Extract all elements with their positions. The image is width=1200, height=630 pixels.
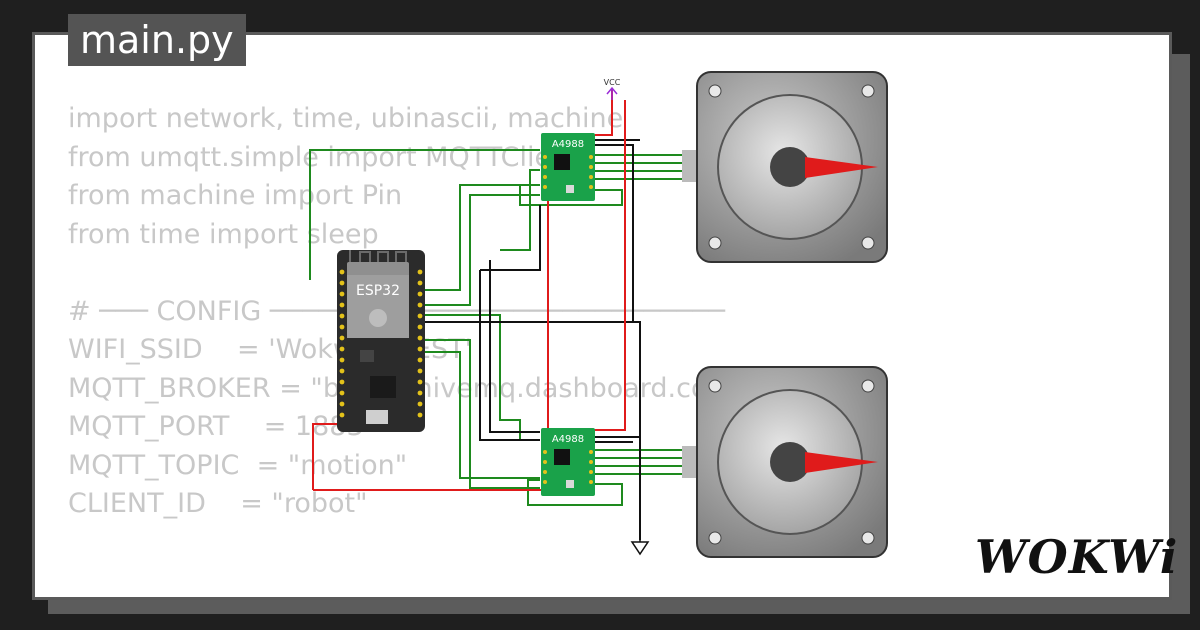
code-line: MQTT_PORT = 1883 (68, 411, 364, 442)
esp32-board[interactable]: ESP32 (337, 250, 425, 432)
vcc-label: VCC (604, 78, 621, 87)
wire-green (309, 149, 540, 280)
code-line: from machine import Pin (68, 180, 403, 211)
wire-green (420, 194, 540, 306)
stepper-motor-2[interactable] (682, 366, 888, 558)
code-line: from time import sleep (68, 218, 379, 250)
wire-black (595, 139, 640, 322)
wire-green (527, 479, 623, 506)
wokwi-logo: WOKWi (975, 530, 1179, 584)
a4988-driver-2[interactable]: A4988 (541, 428, 595, 496)
wire-green (595, 449, 700, 475)
wire-green (595, 154, 700, 180)
code-preview: import network, time, ubinascii, machine… (68, 100, 746, 524)
stepper-motor-1[interactable] (682, 71, 888, 263)
wire-black (480, 205, 541, 271)
wire-black (489, 260, 540, 433)
esp32-pins-left (339, 269, 345, 418)
code-line: CLIENT_ID = "robot" (68, 488, 368, 519)
vcc-symbol[interactable]: VCC (604, 78, 621, 100)
wire-green (420, 184, 540, 291)
wire-red (312, 423, 340, 490)
driver-label: A4988 (552, 139, 584, 150)
wire-black (595, 436, 640, 443)
a4988-driver-1[interactable]: A4988 (541, 133, 595, 201)
wire-green (420, 339, 540, 489)
code-line: MQTT_TOPIC = "motion" (68, 449, 408, 481)
motor-pointer-icon (805, 157, 878, 178)
wire-red (595, 90, 613, 136)
esp32-pins-right (417, 269, 423, 418)
file-tab-main-py[interactable]: main.py (68, 14, 246, 66)
wire-green (500, 169, 540, 251)
code-line: import network, time, ubinascii, machine (68, 103, 624, 134)
wire-green (420, 351, 540, 479)
gnd-symbol[interactable] (630, 530, 650, 556)
esp32-label: ESP32 (356, 283, 400, 299)
wire-black (479, 270, 540, 441)
wire-green (519, 184, 623, 206)
espressif-icon (369, 309, 387, 327)
wire-black (420, 321, 641, 540)
motor-pointer-icon (805, 452, 878, 473)
driver-label: A4988 (552, 434, 584, 445)
